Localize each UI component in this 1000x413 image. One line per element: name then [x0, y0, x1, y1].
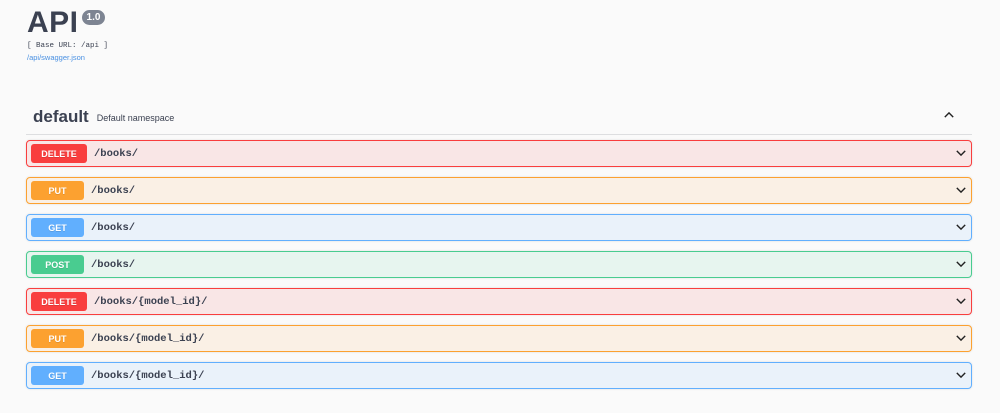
- operation-path: /books/{model_id}/: [94, 295, 208, 308]
- operation-path: /books/: [94, 147, 139, 160]
- chevron-down-icon[interactable]: [954, 368, 968, 382]
- operation-path: /books/: [91, 221, 136, 234]
- operation-put-book-by-id[interactable]: PUT /books/{model_id}/: [26, 325, 972, 352]
- method-badge: DELETE: [31, 144, 87, 163]
- chevron-down-icon[interactable]: [954, 220, 968, 234]
- operation-delete-book-by-id[interactable]: DELETE /books/{model_id}/: [26, 288, 972, 315]
- chevron-down-icon[interactable]: [954, 146, 968, 160]
- operation-put-books[interactable]: PUT /books/: [26, 177, 972, 204]
- tag-name: default: [33, 107, 89, 126]
- chevron-down-icon[interactable]: [954, 294, 968, 308]
- operation-path: /books/: [91, 258, 136, 271]
- operation-post-books[interactable]: POST /books/: [26, 251, 972, 278]
- operation-path: /books/{model_id}/: [91, 332, 205, 345]
- tag-description: Default namespace: [96, 112, 175, 123]
- method-badge: POST: [31, 255, 84, 274]
- swagger-json-link[interactable]: /api/swagger.json: [27, 53, 85, 62]
- operation-path: /books/: [91, 184, 136, 197]
- chevron-down-icon[interactable]: [954, 331, 968, 345]
- method-badge: PUT: [31, 329, 84, 348]
- tag-section-header[interactable]: default Default namespace: [26, 100, 972, 135]
- version-badge: 1.0: [81, 10, 106, 25]
- chevron-up-icon[interactable]: [942, 108, 956, 122]
- api-title: API: [27, 6, 79, 39]
- chevron-down-icon[interactable]: [954, 183, 968, 197]
- operation-get-books[interactable]: GET /books/: [26, 214, 972, 241]
- operation-delete-books[interactable]: DELETE /books/: [26, 140, 972, 167]
- operation-path: /books/{model_id}/: [91, 369, 205, 382]
- operation-get-book-by-id[interactable]: GET /books/{model_id}/: [26, 362, 972, 389]
- operations-list: DELETE /books/ PUT /books/ GET /books/ P…: [26, 140, 972, 399]
- api-info: API 1.0 [ Base URL: /api ] /api/swagger.…: [27, 6, 109, 63]
- method-badge: GET: [31, 366, 84, 385]
- method-badge: PUT: [31, 181, 84, 200]
- chevron-down-icon[interactable]: [954, 257, 968, 271]
- method-badge: GET: [31, 218, 84, 237]
- base-url: [ Base URL: /api ]: [27, 42, 109, 50]
- method-badge: DELETE: [31, 292, 87, 311]
